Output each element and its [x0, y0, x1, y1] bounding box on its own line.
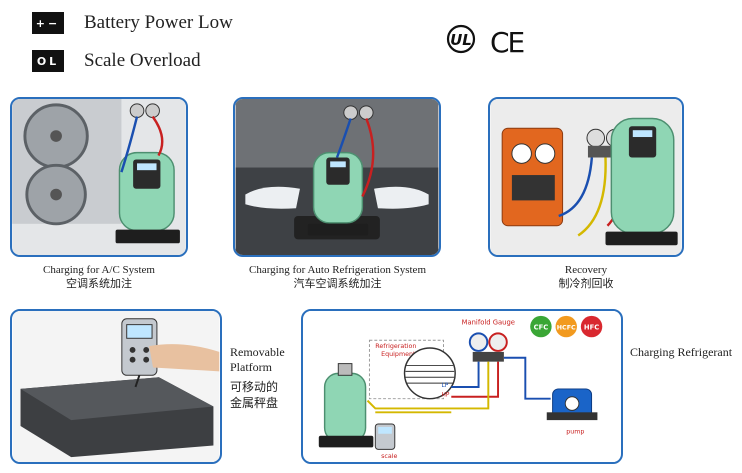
scale-label: scale: [381, 453, 397, 460]
caption-zh-1: 可移动的: [230, 380, 279, 394]
refrigeration-equipment-icon: [403, 347, 456, 400]
svg-text:HFC: HFC: [584, 324, 599, 332]
caption-en: Recovery: [564, 264, 608, 276]
hcfc-badge: HCFC: [555, 315, 577, 338]
scale-platform: [605, 231, 678, 246]
scale-overload-label: Scale Overload: [84, 50, 201, 71]
legend-scale-overload: OL Scale Overload: [32, 50, 201, 72]
overload-icon: OL: [32, 50, 64, 72]
caption-auto-refrigeration: Charging for Auto Refrigeration System 汽…: [225, 263, 450, 291]
diagram-charging-refrigerant: Manifold Gauge CFC HCFC HFC Refrigeratio…: [301, 309, 623, 464]
cfc-badge: CFC: [530, 315, 552, 338]
caption-zh: 空调系统加注: [66, 277, 132, 290]
ul-text: UL: [450, 31, 472, 49]
pump-label: pump: [566, 429, 584, 436]
manifold-gauge-label: Manifold Gauge: [462, 319, 515, 327]
scale-platform: [115, 229, 180, 244]
photo-ac-system: [10, 97, 188, 257]
headlight: [374, 186, 429, 209]
caption-recovery: Recovery 制冷剂回收: [488, 263, 684, 291]
caption-zh: 制冷剂回收: [558, 277, 614, 290]
photo-removable-platform: [10, 309, 222, 464]
headlight: [245, 186, 300, 209]
caption-en: Charging for A/C System: [43, 264, 155, 276]
scale-platform: [318, 435, 374, 448]
ce-certification-icon: CE: [490, 26, 525, 59]
caption-removable-platform: Removable Platform 可移动的 金属秤盘: [230, 345, 300, 411]
caption-zh: 汽车空调系统加注: [293, 277, 382, 290]
svg-text:CFC: CFC: [534, 324, 549, 332]
ul-certification-icon: UL: [446, 22, 476, 56]
manifold-gauge-icon: [468, 332, 508, 362]
caption-en: Charging for Auto Refrigeration System: [249, 264, 426, 276]
legend-battery-low: +− Battery Power Low: [32, 12, 233, 34]
hp-label: HP: [442, 393, 450, 399]
caption-charging-refrigerant: Charging Refrigerant: [630, 345, 733, 359]
photo-auto-refrigeration: [233, 97, 441, 257]
hand: [149, 344, 220, 372]
photo-recovery: [488, 97, 684, 257]
caption-zh-2: 金属秤盘: [230, 396, 279, 410]
vacuum-pump-icon: [546, 388, 598, 421]
svg-text:HCFC: HCFC: [557, 325, 576, 332]
equipment-label-2: Equipment: [381, 351, 416, 358]
caption-en-1: Removable: [230, 345, 285, 359]
battery-icon: +−: [32, 12, 64, 34]
equipment-label-1: Refrigeration: [375, 343, 416, 350]
hfc-badge: HFC: [580, 315, 603, 338]
caption-en-2: Platform: [230, 360, 272, 374]
scale-platform: [307, 223, 369, 236]
battery-low-label: Battery Power Low: [84, 12, 233, 33]
caption-ac-system: Charging for A/C System 空调系统加注: [10, 263, 188, 291]
lp-label: LP: [442, 383, 449, 389]
refrigerant-cylinder: [323, 372, 367, 443]
